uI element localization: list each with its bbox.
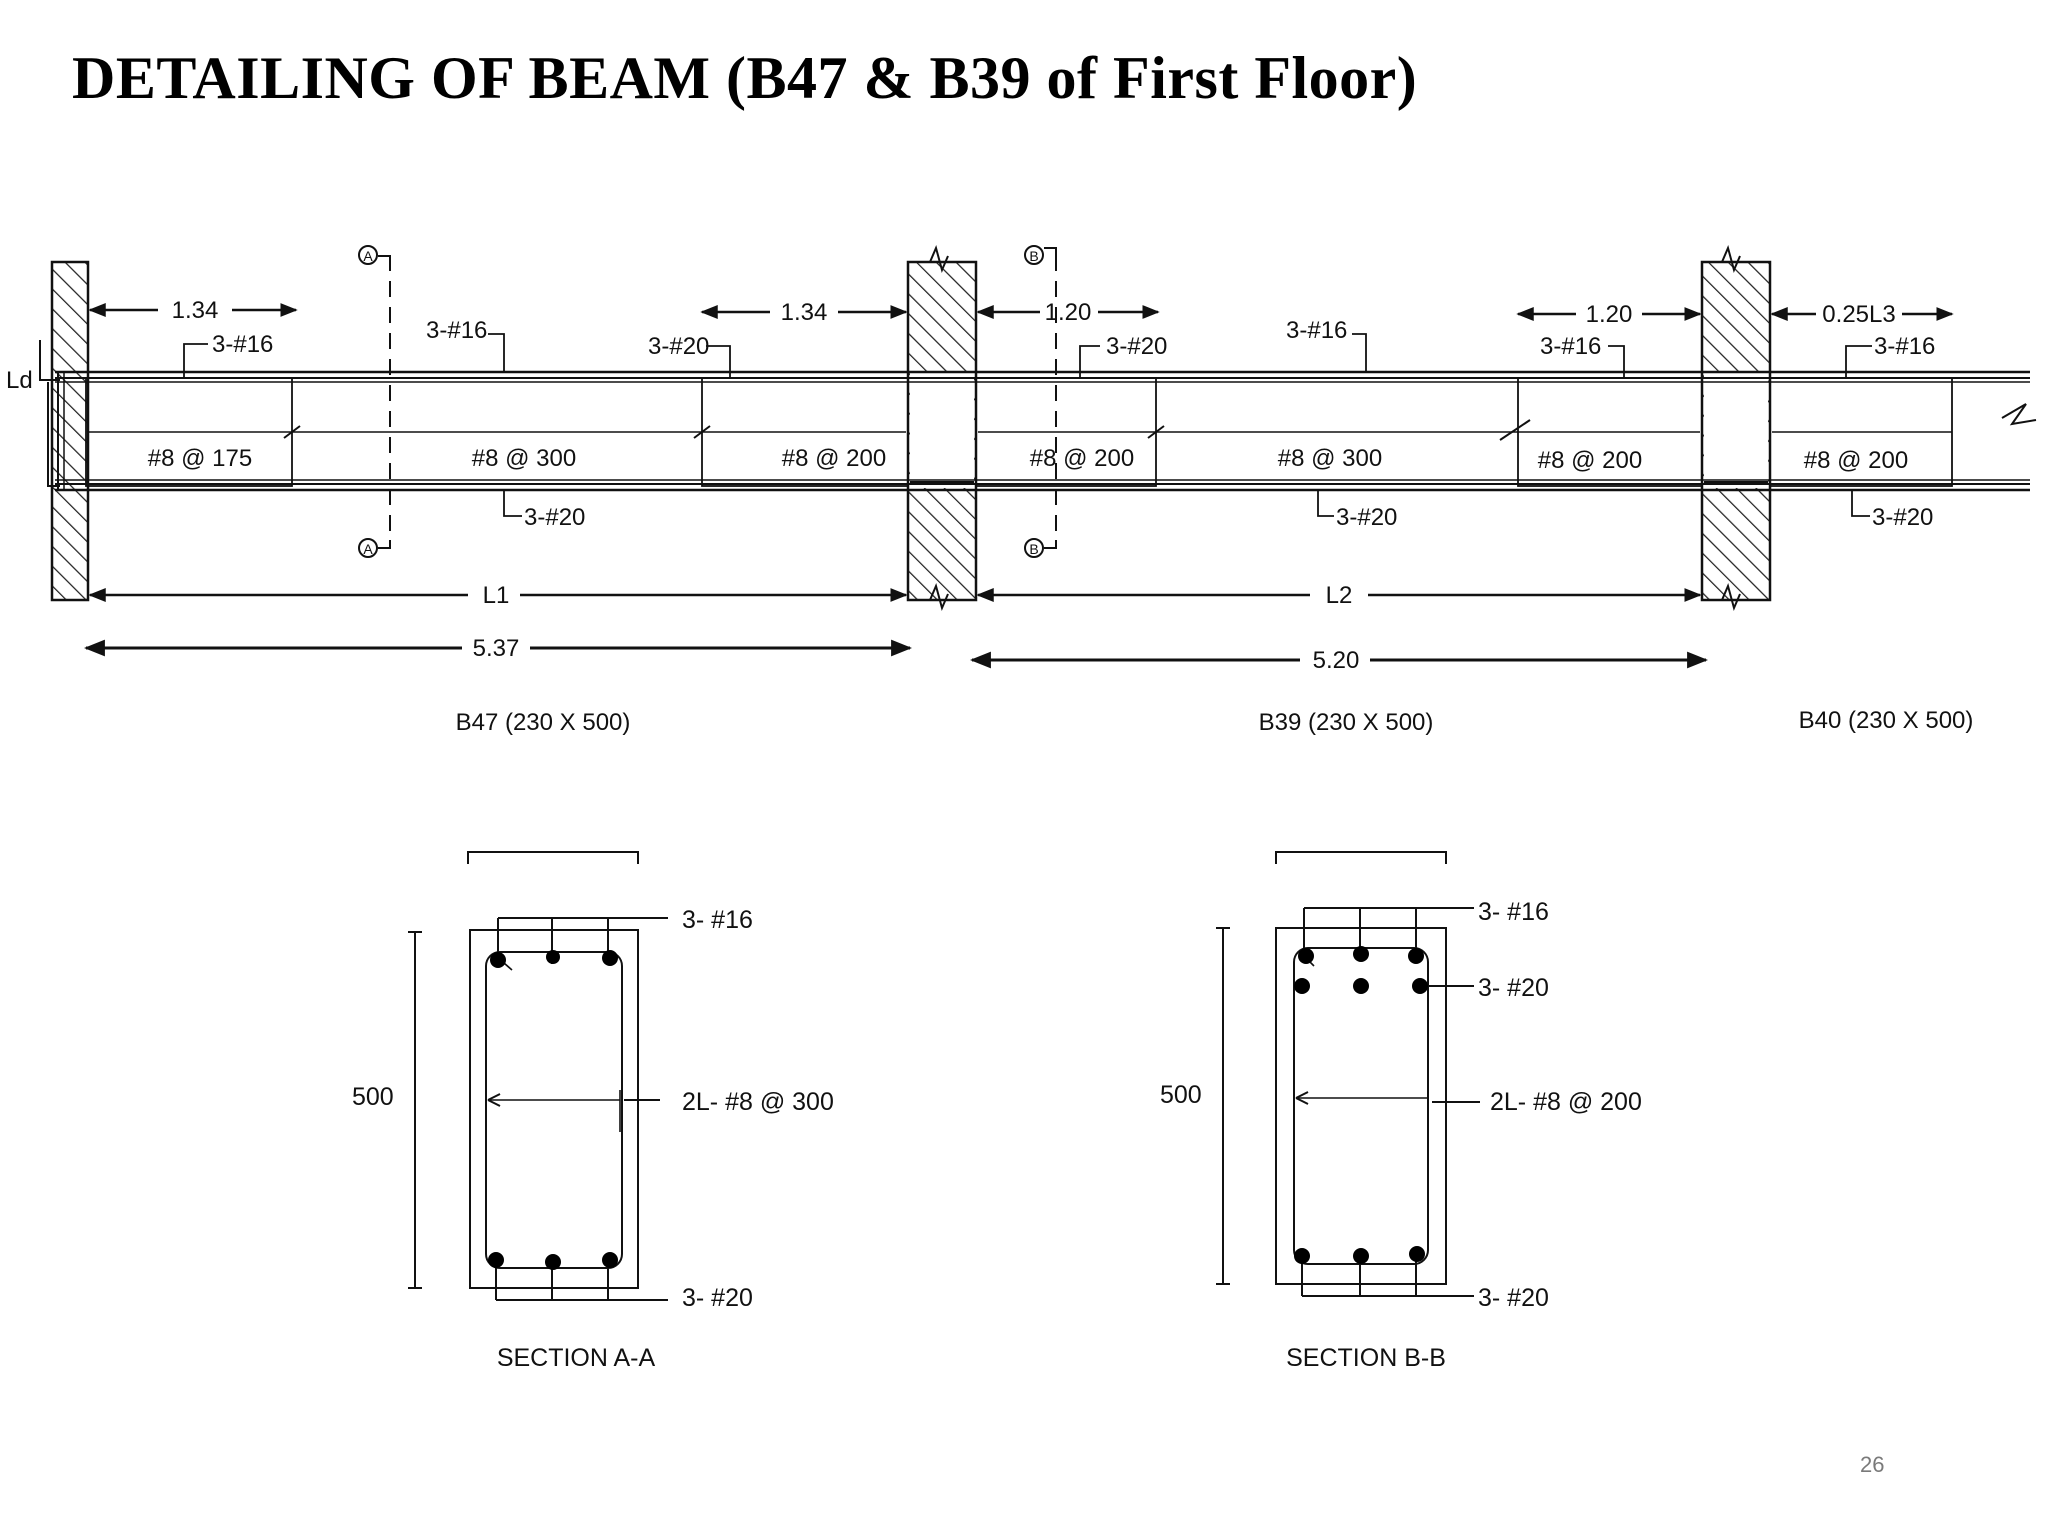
section-letter-a-top: A: [363, 248, 373, 264]
beam-label-b47: B47 (230 X 500): [456, 709, 631, 736]
span-length-1: 5.37: [473, 635, 520, 662]
ld-anchorage-hook: [39, 340, 60, 487]
section-marker-b-top: [1024, 245, 1044, 265]
section-marker-a-bottom: [358, 538, 378, 558]
section-b-b: [1216, 851, 1480, 1297]
section-a-bottom-label: 3- #20: [682, 1284, 753, 1312]
bottom-bar-label-2: 3-#20: [1336, 504, 1397, 531]
top-bar-label-5: 3-#16: [1286, 317, 1347, 344]
section-b-labels: 500 3- #16 3- #20 2L- #8 @ 200 3- #20 SE…: [1160, 898, 1642, 1372]
section-letter-b-top: B: [1029, 248, 1038, 264]
break-symbol: [2001, 403, 2037, 426]
beam-label-b39: B39 (230 X 500): [1259, 709, 1434, 736]
section-b-mid-label: 3- #20: [1478, 974, 1549, 1002]
bar-dots-b: [1294, 946, 1428, 1264]
section-a-labels: 500 3- #16 2L- #8 @ 300 3- #20 SECTION A…: [352, 906, 834, 1372]
top-bar-label-6: 3-#16: [1540, 333, 1601, 360]
stirrup-label-6: #8 @ 200: [1538, 447, 1642, 474]
bottom-bar-label-3: 3-#20: [1872, 504, 1933, 531]
top-bar-label-7: 3-#16: [1874, 333, 1935, 360]
stirrup-label-4: #8 @ 200: [1030, 445, 1134, 472]
cutoff-length-1: 1.34: [172, 297, 219, 324]
top-bar-label-3: 3-#20: [648, 333, 709, 360]
section-b-top-label: 3- #16: [1478, 898, 1549, 926]
section-marker-a-top: [358, 245, 378, 265]
section-b-caption: SECTION B-B: [1286, 1344, 1446, 1372]
section-b-stirrup-label: 2L- #8 @ 200: [1490, 1088, 1642, 1116]
stirrup-label-7: #8 @ 200: [1804, 447, 1908, 474]
beam-elevation: [39, 244, 2037, 669]
section-b-bottom-label: 3- #20: [1478, 1284, 1549, 1312]
section-letter-b-bottom: B: [1029, 541, 1038, 557]
span-length-2: 5.20: [1313, 647, 1360, 674]
stirrup-label-2: #8 @ 300: [472, 445, 576, 472]
span-label-l2: L2: [1326, 582, 1353, 609]
bar-dots-a: [488, 950, 618, 1270]
cutoff-length-5: 0.25L3: [1822, 301, 1895, 328]
ld-label: Ld: [6, 367, 33, 394]
section-b-depth: 500: [1160, 1081, 1202, 1109]
section-a-stirrup-label: 2L- #8 @ 300: [682, 1088, 834, 1116]
section-marker-b-bottom: [1024, 538, 1044, 558]
beam-label-b40: B40 (230 X 500): [1799, 707, 1974, 734]
cutoff-length-3: 1.20: [1045, 299, 1092, 326]
section-a-top-label: 3- #16: [682, 906, 753, 934]
section-a-caption: SECTION A-A: [497, 1344, 656, 1372]
top-bar-label-4: 3-#20: [1106, 333, 1167, 360]
section-a-a: [408, 851, 668, 1301]
bottom-bar-label-1: 3-#20: [524, 504, 585, 531]
cutoff-length-2: 1.34: [781, 299, 828, 326]
section-a-depth: 500: [352, 1083, 394, 1111]
page-number: 26: [1860, 1452, 1885, 1477]
cutoff-length-4: 1.20: [1586, 301, 1633, 328]
top-bar-label-2: 3-#16: [426, 317, 487, 344]
stirrup-label-3: #8 @ 200: [782, 445, 886, 472]
stirrup-label-5: #8 @ 300: [1278, 445, 1382, 472]
elevation-labels: Ld A A B B 1.34 1.34 1.20 1.20 0.25L3 3-…: [6, 248, 1973, 736]
section-letter-a-bottom: A: [363, 541, 373, 557]
top-bar-label-1: 3-#16: [212, 331, 273, 358]
stirrup-label-1: #8 @ 175: [148, 445, 252, 472]
slide-title: DETAILING OF BEAM (B47 & B39 of First Fl…: [72, 45, 1418, 111]
span-label-l1: L1: [483, 582, 510, 609]
